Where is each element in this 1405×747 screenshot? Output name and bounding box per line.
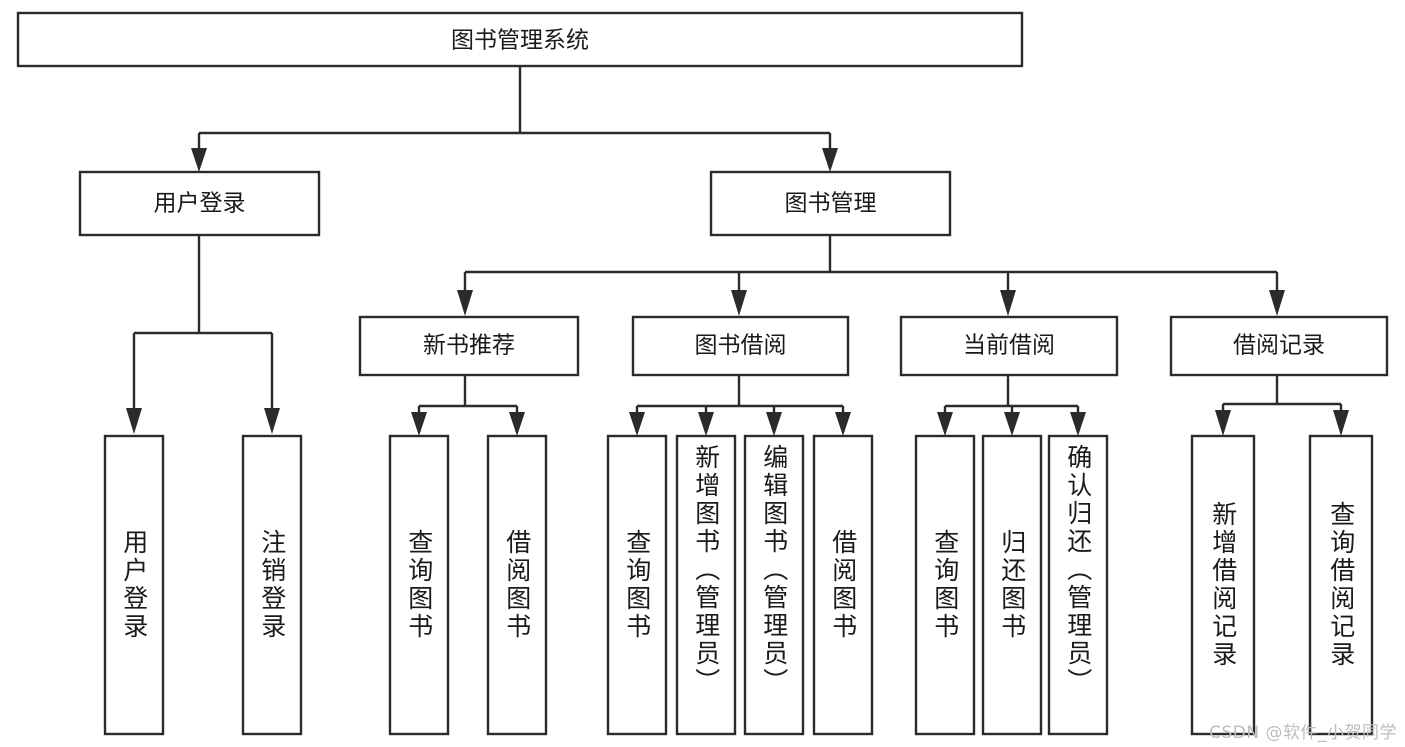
arrow-head-current-to-leaf2 — [1004, 412, 1020, 436]
arrow-head-current-to-leaf1 — [937, 412, 953, 436]
arrow-head-bookmgmt-to-newbook — [457, 290, 473, 316]
arrow-head-root-to-login — [191, 148, 207, 172]
connector-group-record — [1215, 375, 1349, 436]
node-leaf-add-record-box[interactable] — [1190, 434, 1256, 736]
node-root-box[interactable] — [16, 11, 1024, 68]
node-leaf-confirm-return-box[interactable] — [1047, 434, 1109, 736]
arrow-head-login-to-leaf2 — [264, 408, 280, 434]
arrow-head-newbook-to-leaf2 — [509, 412, 525, 436]
node-current-box[interactable] — [899, 315, 1119, 377]
node-leaf-edit-book-box[interactable] — [743, 434, 805, 736]
node-newbook[interactable]: 新书推荐 — [358, 315, 580, 377]
node-leaf-user-login-box[interactable] — [103, 434, 165, 736]
arrow-head-borrow-to-leaf1 — [629, 412, 645, 436]
node-leaf-query-book-3-box[interactable] — [914, 434, 976, 736]
arrow-head-record-to-leaf1 — [1215, 410, 1231, 436]
node-borrow-label: 图书借阅 — [695, 333, 787, 359]
node-record[interactable]: 借阅记录 — [1169, 315, 1389, 377]
node-record-box[interactable] — [1169, 315, 1389, 377]
node-newbook-label: 新书推荐 — [423, 333, 515, 359]
arrow-head-bookmgmt-to-borrow — [731, 290, 747, 316]
arrow-head-newbook-to-leaf1 — [411, 412, 427, 436]
node-borrow[interactable]: 图书借阅 — [631, 315, 850, 377]
node-login-label: 用户登录 — [154, 191, 246, 217]
watermark: CSDN @软件_小贺同学 — [1209, 723, 1397, 743]
connector-group-current — [937, 375, 1086, 436]
node-bookmgmt[interactable]: 图书管理 — [709, 170, 952, 237]
node-login[interactable]: 用户登录 — [78, 170, 321, 237]
node-current[interactable]: 当前借阅 — [899, 315, 1119, 377]
arrow-head-record-to-leaf2 — [1333, 410, 1349, 436]
node-borrow-box[interactable] — [631, 315, 850, 377]
connector-group-login — [126, 235, 280, 434]
node-bookmgmt-label: 图书管理 — [785, 191, 877, 217]
connector-group-bookmgmt — [457, 235, 1285, 316]
node-login-box[interactable] — [78, 170, 321, 237]
node-current-label: 当前借阅 — [963, 333, 1055, 359]
arrow-head-login-to-leaf1 — [126, 408, 142, 434]
node-leaf-query-book-2-box[interactable] — [606, 434, 668, 736]
arrow-head-current-to-leaf3 — [1070, 412, 1086, 436]
node-newbook-box[interactable] — [358, 315, 580, 377]
node-bookmgmt-box[interactable] — [709, 170, 952, 237]
arrow-head-root-to-bookmgmt — [822, 148, 838, 172]
arrow-head-borrow-to-leaf3 — [766, 412, 782, 436]
arrow-head-bookmgmt-to-record — [1269, 290, 1285, 316]
connector-group-newbook — [411, 375, 525, 436]
node-leaf-query-record-box[interactable] — [1308, 434, 1374, 736]
connector-group-borrow — [629, 375, 851, 436]
node-leaf-user-logout-box[interactable] — [241, 434, 303, 736]
arrow-head-borrow-to-leaf2 — [698, 412, 714, 436]
node-root-label: 图书管理系统 — [451, 28, 589, 54]
connector-group-root — [191, 66, 838, 172]
node-leaf-query-book-1-box[interactable] — [388, 434, 450, 736]
node-record-label: 借阅记录 — [1233, 333, 1325, 359]
arrow-head-borrow-to-leaf4 — [835, 412, 851, 436]
node-leaf-borrow-book-1-box[interactable] — [486, 434, 548, 736]
node-leaf-borrow-book-2-box[interactable] — [812, 434, 874, 736]
node-root[interactable]: 图书管理系统 — [16, 11, 1024, 68]
node-leaf-add-book-box[interactable] — [675, 434, 737, 736]
node-leaf-return-book-box[interactable] — [981, 434, 1043, 736]
arrow-head-bookmgmt-to-current — [1000, 290, 1016, 316]
